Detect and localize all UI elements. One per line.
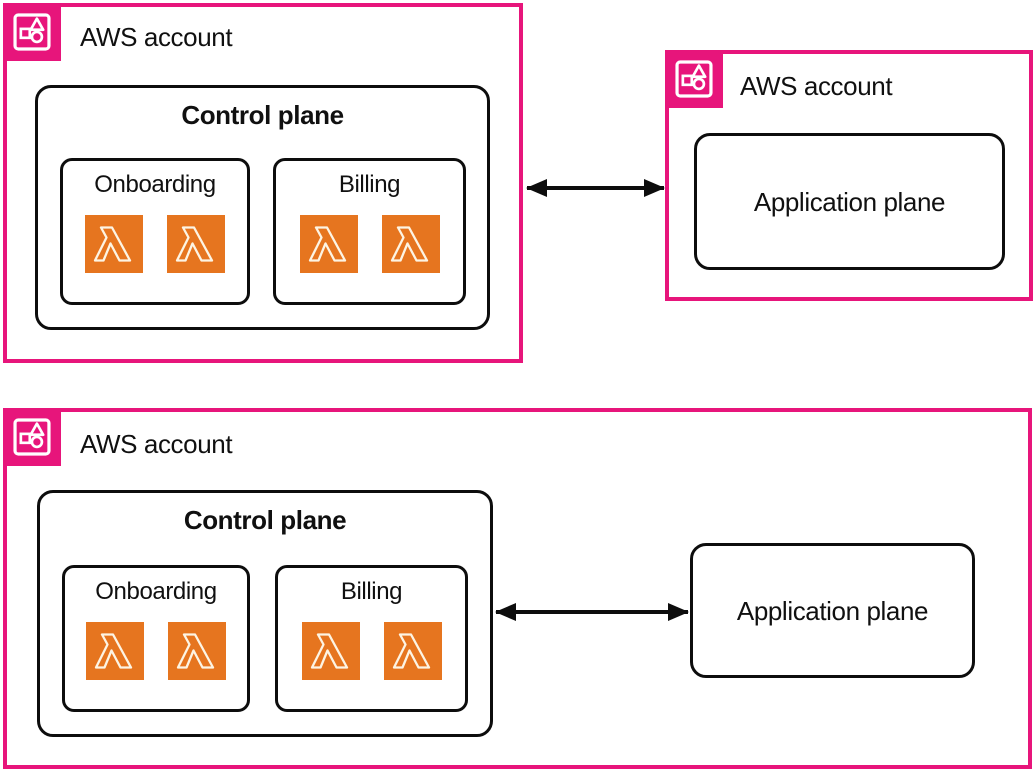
lambda-icon: [299, 215, 358, 273]
billing-group: Billing: [273, 158, 466, 305]
billing-group: Billing: [275, 565, 468, 712]
aws-account-label: AWS account: [740, 71, 893, 101]
onboarding-label: Onboarding: [94, 171, 216, 198]
control-plane-title: Control plane: [183, 505, 347, 535]
aws-account-box-top-right: AWS account Application plane: [665, 50, 1033, 301]
aws-account-icon: [3, 3, 61, 61]
onboarding-lambdas: [86, 622, 226, 680]
application-plane-label: Application plane: [736, 595, 929, 626]
billing-lambdas: [299, 215, 440, 273]
onboarding-group: Onboarding: [60, 158, 250, 305]
bidirectional-arrow: [495, 603, 689, 621]
control-plane-box: Control plane Onboarding Billing: [35, 85, 490, 330]
billing-lambdas: [301, 622, 442, 680]
application-plane-label: Application plane: [753, 186, 946, 217]
aws-account-box-top-left: AWS account Control plane Onboarding Bil…: [3, 3, 523, 363]
lambda-icon: [383, 622, 442, 680]
lambda-icon: [168, 622, 226, 680]
lambda-icon: [85, 215, 143, 273]
onboarding-label: Onboarding: [95, 578, 217, 605]
aws-account-icon: [665, 50, 723, 108]
aws-account-icon: [3, 408, 61, 466]
lambda-icon: [381, 215, 440, 273]
control-plane-title: Control plane: [181, 100, 344, 130]
lambda-icon: [86, 622, 144, 680]
lambda-icon: [167, 215, 225, 273]
onboarding-group: Onboarding: [62, 565, 250, 712]
aws-account-label: AWS account: [80, 22, 233, 52]
application-plane-box: Application plane: [690, 543, 975, 678]
aws-account-box-bottom: AWS account Control plane Onboarding Bil…: [3, 408, 1032, 769]
control-plane-box: Control plane Onboarding Billing: [37, 490, 493, 737]
bidirectional-arrow: [526, 179, 665, 197]
billing-label: Billing: [340, 578, 403, 605]
billing-label: Billing: [338, 171, 401, 198]
lambda-icon: [301, 622, 360, 680]
application-plane-box: Application plane: [694, 133, 1005, 270]
onboarding-lambdas: [85, 215, 225, 273]
aws-account-label: AWS account: [80, 429, 233, 459]
